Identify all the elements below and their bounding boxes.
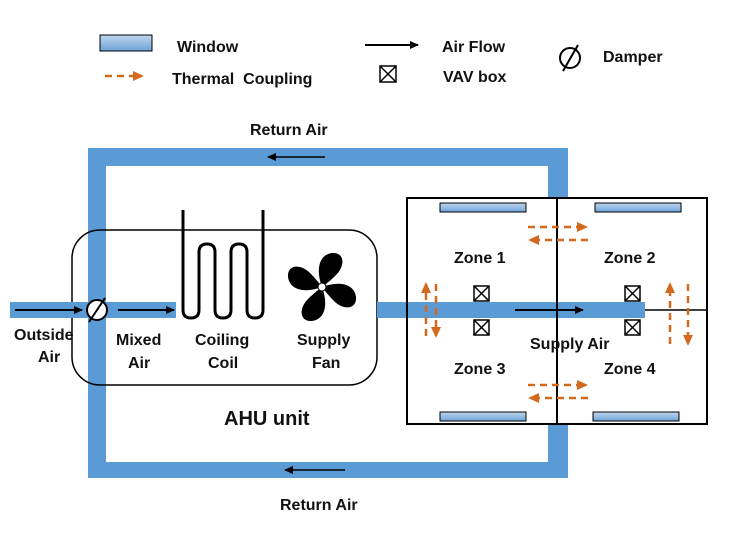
legend-vav-box-label: VAV box <box>443 69 507 86</box>
return-air-top-label: Return Air <box>250 122 328 139</box>
vav-box-icon <box>624 285 641 302</box>
outside-air-label-1: Outside <box>14 327 74 344</box>
legend-window-swatch <box>99 34 153 52</box>
fan-icon <box>287 252 357 322</box>
return-air-bottom-label: Return Air <box>280 497 358 514</box>
damper-icon <box>86 297 108 323</box>
outside-air-label-2: Air <box>38 349 60 366</box>
mixed-air-label-2: Air <box>128 355 150 372</box>
window-zone-3 <box>439 411 527 422</box>
legend: Window Air Flow Damper Thermal Coupling … <box>99 34 663 88</box>
supply-fan-label-1: Supply <box>297 332 350 349</box>
coiling-coil-label-2: Coil <box>208 355 238 372</box>
supply-fan-label-2: Fan <box>312 355 340 372</box>
zone-2-label: Zone 2 <box>604 250 656 267</box>
ahu-unit-label: AHU unit <box>224 408 310 430</box>
legend-air-flow-label: Air Flow <box>442 39 506 56</box>
coiling-coil-label-1: Coiling <box>195 332 249 349</box>
legend-window-label: Window <box>177 39 239 56</box>
zone-3-label: Zone 3 <box>454 361 506 378</box>
zones-block <box>406 197 708 425</box>
window-zone-4 <box>592 411 680 422</box>
damper-icon <box>559 44 581 72</box>
legend-damper-label: Damper <box>603 49 663 66</box>
vav-box-icon <box>473 285 490 302</box>
mixed-air-label-1: Mixed <box>116 332 161 349</box>
vav-box-icon <box>473 319 490 336</box>
zone-4-label: Zone 4 <box>604 361 656 378</box>
supply-air-duct <box>377 302 645 318</box>
coil-icon <box>181 210 265 320</box>
window-zone-2 <box>594 202 682 213</box>
legend-thermal-coupling-label: Thermal Coupling <box>172 71 312 88</box>
zone-1-label: Zone 1 <box>454 250 506 267</box>
thermal-coupling-arrows <box>421 222 693 403</box>
vav-box-icon <box>624 319 641 336</box>
window-zone-1 <box>439 202 527 213</box>
supply-air-label: Supply Air <box>530 336 609 353</box>
vav-box-icon <box>379 65 397 83</box>
